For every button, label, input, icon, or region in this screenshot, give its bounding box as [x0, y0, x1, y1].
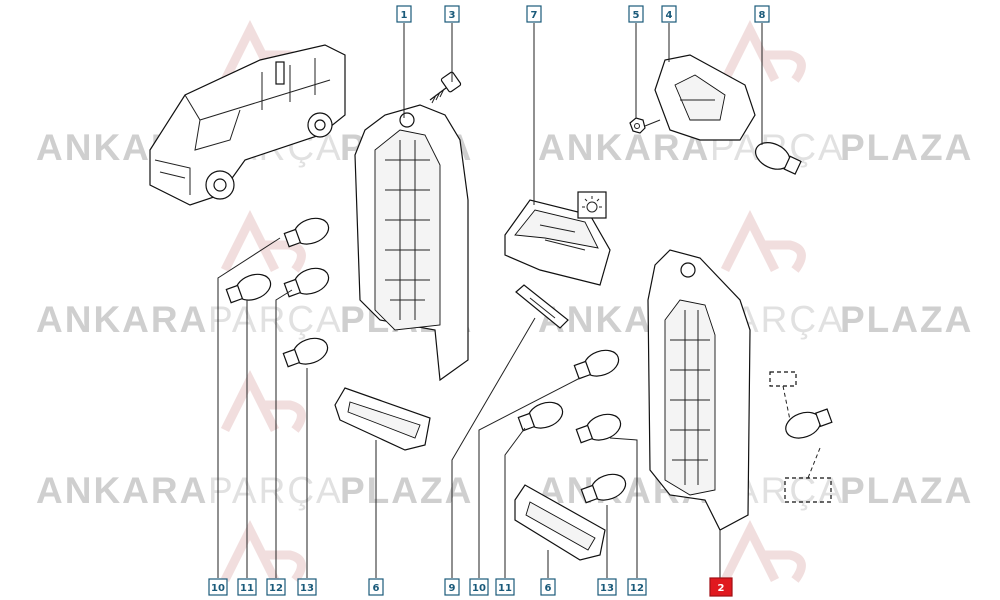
- watermark-text-plaza: PLAZA: [840, 470, 973, 511]
- ref-label-11: 11: [237, 578, 257, 596]
- svg-text:1: 1: [401, 10, 408, 21]
- bulb: [282, 337, 329, 368]
- bulb: [755, 142, 802, 175]
- bulb: [785, 408, 833, 439]
- svg-text:10: 10: [211, 583, 225, 594]
- svg-text:7: 7: [531, 10, 538, 21]
- left-tail-lamp: [354, 104, 469, 382]
- svg-text:13: 13: [300, 583, 314, 594]
- bulb: [575, 413, 622, 444]
- roof-marker: [275, 61, 285, 85]
- svg-text:5: 5: [633, 10, 640, 21]
- bulb: [225, 273, 272, 304]
- ref-label-10: 10: [469, 578, 489, 596]
- lamp-unit: [504, 199, 611, 286]
- ref-label-5: 5: [628, 5, 644, 23]
- ref-label-8: 8: [754, 5, 770, 23]
- svg-text:10: 10: [472, 583, 486, 594]
- mount-hole: [680, 262, 696, 278]
- bulbs: [225, 142, 833, 504]
- watermark-text-plaza: PLAZA: [340, 470, 473, 511]
- watermark-text-parca: PARÇA: [208, 470, 343, 511]
- ref-label-13: 13: [297, 578, 317, 596]
- svg-text:9: 9: [449, 583, 456, 594]
- plate-lamp-right: [514, 484, 606, 561]
- ref-label-11: 11: [495, 578, 515, 596]
- watermark-text-plaza: PLAZA: [840, 127, 973, 168]
- ref-label-4: 4: [661, 5, 677, 23]
- ref-label-6: 6: [368, 578, 384, 596]
- svg-text:12: 12: [630, 583, 644, 594]
- plate-lamp-left: [334, 387, 431, 451]
- ref-label-12: 12: [266, 578, 286, 596]
- ref-label-1: 1: [396, 5, 412, 23]
- watermark-text-parca: PARÇA: [208, 299, 343, 340]
- ref-label-12: 12: [627, 578, 647, 596]
- festoon-bulb: [515, 284, 569, 329]
- side-marker-lamp: [629, 54, 756, 141]
- bulb: [573, 349, 620, 380]
- watermark-row-2: ANKARA PARÇA PLAZA ANKARA PARÇA PLAZA: [36, 299, 973, 340]
- svg-text:8: 8: [759, 10, 766, 21]
- watermark-text-plaza: PLAZA: [840, 299, 973, 340]
- bulb: [283, 267, 330, 298]
- lamp-symbol: [577, 191, 607, 219]
- bottom-reference-labels: 10 11 12 13 6 9 10 11 6 13 12: [208, 577, 733, 597]
- leader-lines: [217, 23, 763, 578]
- ref-label-10: 10: [208, 578, 228, 596]
- svg-text:4: 4: [666, 10, 673, 21]
- svg-text:11: 11: [498, 583, 512, 594]
- van-illustration: [149, 44, 346, 206]
- ref-label-3: 3: [444, 5, 460, 23]
- svg-text:6: 6: [545, 583, 552, 594]
- ref-label-7: 7: [526, 5, 542, 23]
- watermark-text-ankara: ANKARA: [36, 299, 208, 340]
- svg-text:13: 13: [600, 583, 614, 594]
- watermark-text-ankara: ANKARA: [36, 470, 208, 511]
- optional-parts: [769, 371, 832, 503]
- ref-label-2-highlighted[interactable]: 2: [709, 577, 733, 597]
- bulb: [283, 217, 330, 248]
- top-reference-labels: 1 3 7 5 4 8: [396, 5, 770, 23]
- ref-label-9: 9: [444, 578, 460, 596]
- svg-text:12: 12: [269, 583, 283, 594]
- svg-text:2: 2: [718, 583, 725, 594]
- ref-label-6: 6: [540, 578, 556, 596]
- ref-label-13: 13: [597, 578, 617, 596]
- svg-text:6: 6: [373, 583, 380, 594]
- screw: [429, 71, 462, 104]
- svg-text:11: 11: [240, 583, 254, 594]
- mount-hole: [399, 112, 415, 128]
- bulb: [580, 473, 627, 504]
- bulb: [517, 401, 564, 432]
- svg-text:3: 3: [449, 10, 456, 21]
- right-tail-lamp: [647, 249, 751, 531]
